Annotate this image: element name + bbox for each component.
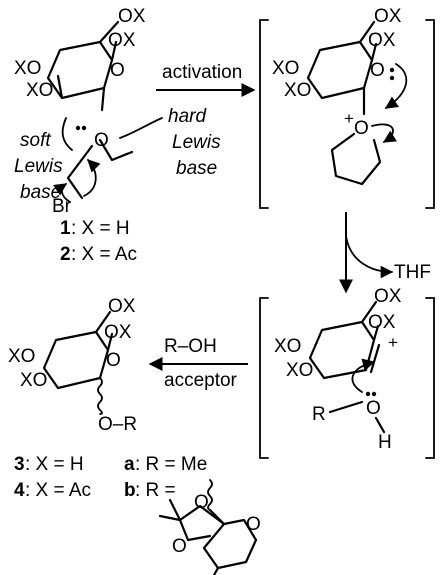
- soft-label: soft: [20, 130, 51, 151]
- glycoside-product-structure: OX OX XO XO O O–R: [8, 296, 137, 435]
- atom-acceptor-r: R: [312, 404, 326, 425]
- atom-ring-o-r: O: [370, 60, 385, 81]
- compound-2-number: 2: [60, 244, 71, 265]
- hard-base-label: base: [176, 158, 217, 179]
- variant-b-definition: : R =: [135, 480, 176, 501]
- roh-label: R–OH: [164, 336, 217, 357]
- atom-acetonide-o-1: O: [194, 492, 209, 513]
- hard-lewis-label: Lewis: [172, 132, 221, 153]
- variant-b-letter: b: [124, 480, 136, 501]
- atom-acceptor-o: O: [366, 398, 381, 419]
- variant-a-definition: : R = Me: [135, 454, 207, 475]
- thf-label: THF: [394, 262, 431, 283]
- atom-xo-3-r: XO: [272, 58, 299, 79]
- variant-a-letter: a: [124, 454, 135, 475]
- atom-ring-o-p: O: [106, 350, 121, 371]
- oxonium-intermediate-structure: OX OX XO XO O O +: [259, 6, 435, 209]
- atom-ring-o-galactose: O: [246, 514, 261, 535]
- soft-lewis-label: Lewis: [14, 156, 63, 177]
- compound-3-number: 3: [14, 454, 25, 475]
- atom-o-glycosidic: O: [94, 130, 109, 151]
- soft-base-label: base: [20, 182, 61, 203]
- atom-xo-4-r: XO: [284, 80, 311, 101]
- atom-xo-4: XO: [26, 80, 53, 101]
- activation-label: activation: [162, 62, 242, 83]
- atom-ox-top: OX: [118, 6, 146, 27]
- atom-ring-o: O: [110, 60, 125, 81]
- compound-4-definition: : X = Ac: [25, 480, 91, 501]
- starting-material-structure: OX OX XO XO O O Br: [14, 6, 163, 217]
- oxocarbenium-intermediate-structure: OX OX XO XO + O R H: [259, 286, 435, 459]
- compound-2-definition: : X = Ac: [71, 244, 137, 265]
- atom-ox-2-m: OX: [368, 312, 396, 333]
- atom-acetonide-o-2: O: [172, 536, 187, 557]
- compound-1-number: 1: [60, 218, 71, 239]
- atom-xo-3-p: XO: [8, 346, 35, 367]
- atom-ox-top-m: OX: [374, 286, 402, 307]
- atom-xo-3-m: XO: [274, 336, 301, 357]
- compound-4-number: 4: [14, 480, 25, 501]
- acceptor-label: acceptor: [164, 370, 238, 391]
- diacetone-galactose-structure: O O O: [158, 479, 261, 575]
- atom-br: Br: [52, 196, 72, 217]
- atom-ox-top-r: OX: [374, 6, 402, 27]
- oxocarbenium-plus: +: [388, 333, 398, 352]
- atom-ox-2-r: OX: [368, 30, 396, 51]
- compound-1-definition: : X = H: [71, 218, 130, 239]
- product-o-r: O–R: [98, 414, 137, 435]
- atom-xo-4-p: XO: [20, 370, 47, 391]
- atom-xo-3: XO: [14, 58, 41, 79]
- atom-ox-2-p: OX: [104, 322, 132, 343]
- atom-oxonium-o: O: [354, 118, 369, 139]
- hard-label: hard: [168, 106, 207, 127]
- atom-xo-4-m: XO: [286, 360, 313, 381]
- atom-ox-2: OX: [108, 30, 136, 51]
- oxonium-plus: +: [344, 109, 354, 128]
- compound-3-definition: : X = H: [25, 454, 84, 475]
- atom-ox-top-p: OX: [108, 296, 136, 317]
- atom-acceptor-h: H: [378, 432, 392, 453]
